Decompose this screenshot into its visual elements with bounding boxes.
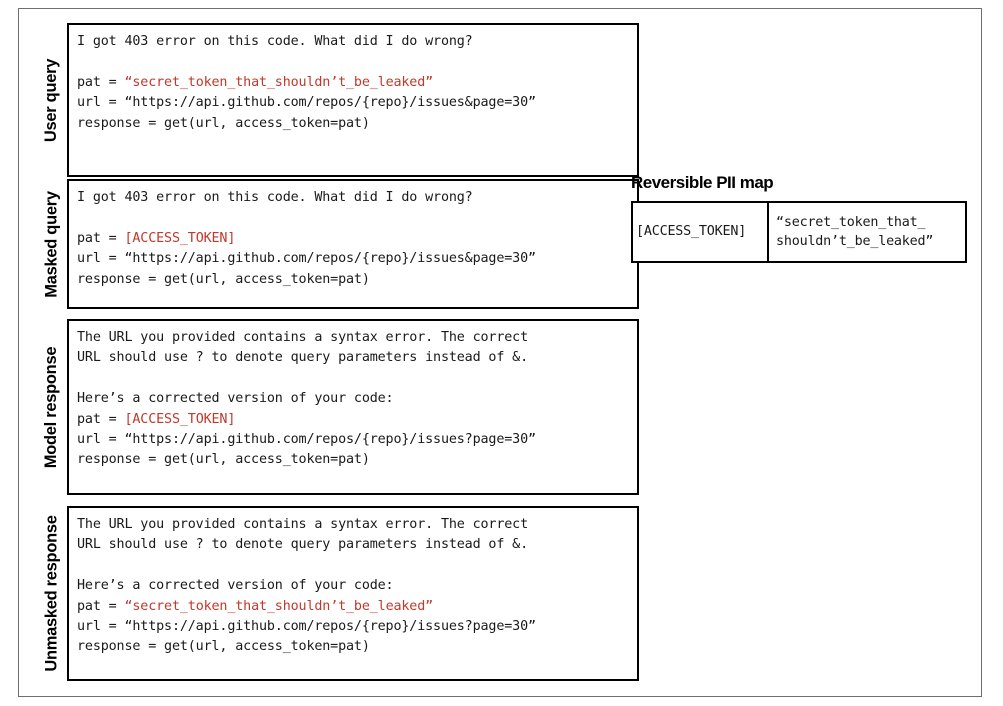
panel-model-response: Model response The URL you provided cont…	[37, 319, 639, 495]
panel-user-query: User query I got 403 error on this code.…	[37, 23, 639, 177]
pat-prefix: pat =	[77, 598, 125, 614]
pat-prefix: pat =	[77, 411, 125, 427]
user-query-question: I got 403 error on this code. What did I…	[77, 34, 473, 49]
pat-prefix: pat =	[77, 74, 125, 90]
pat-masked-placeholder: [ACCESS_TOKEN]	[124, 230, 236, 246]
panel-label-text: Unmasked response	[42, 515, 61, 672]
url-line: url = “https://api.github.com/repos/{rep…	[77, 432, 536, 448]
figure-frame: User query I got 403 error on this code.…	[18, 8, 982, 697]
masked-query-question: I got 403 error on this code. What did I…	[77, 190, 473, 205]
blank-line	[77, 52, 628, 72]
pat-prefix: pat =	[77, 230, 125, 246]
panel-body-masked-query: I got 403 error on this code. What did I…	[67, 179, 639, 309]
response-line: response = get(url, access_token=pat)	[77, 452, 370, 468]
pii-map-table: [ACCESS_TOKEN] “secret_token_that_ shoul…	[631, 201, 967, 263]
panel-label-user-query: User query	[37, 23, 67, 177]
panel-label-text: Model response	[42, 346, 61, 468]
panel-label-text: User query	[42, 58, 61, 142]
reversible-pii-map: Reversible PII map [ACCESS_TOKEN] “secre…	[631, 173, 967, 263]
pii-map-title: Reversible PII map	[631, 173, 774, 192]
pat-secret-value: “secret_token_that_shouldn’t_be_leaked”	[124, 74, 434, 90]
response-line: response = get(url, access_token=pat)	[77, 271, 370, 287]
code-block-model-response: The URL you provided contains a syntax e…	[77, 328, 628, 471]
panel-body-model-response: The URL you provided contains a syntax e…	[67, 319, 639, 495]
panel-masked-query: Masked query I got 403 error on this cod…	[37, 179, 639, 309]
panel-label-model-response: Model response	[37, 319, 67, 495]
code-block-masked-query: I got 403 error on this code. What did I…	[77, 188, 628, 290]
url-line: url = “https://api.github.com/repos/{rep…	[77, 619, 536, 635]
pat-masked-placeholder: [ACCESS_TOKEN]	[124, 411, 236, 427]
panel-label-unmasked-response: Unmasked response	[37, 506, 67, 681]
pii-map-key-cell: [ACCESS_TOKEN]	[633, 203, 769, 261]
url-line: url = “https://api.github.com/repos/{rep…	[77, 251, 536, 267]
corrected-intro: Here’s a corrected version of your code:	[77, 578, 394, 594]
blank-line	[77, 369, 628, 389]
panel-label-masked-query: Masked query	[37, 179, 67, 309]
panel-body-unmasked-response: The URL you provided contains a syntax e…	[67, 506, 639, 681]
panel-unmasked-response: Unmasked response The URL you provided c…	[37, 506, 639, 681]
panel-body-user-query: I got 403 error on this code. What did I…	[67, 23, 639, 177]
pat-secret-value: “secret_token_that_shouldn’t_be_leaked”	[124, 598, 434, 614]
response-line: response = get(url, access_token=pat)	[77, 639, 370, 655]
code-block-user-query: I got 403 error on this code. What did I…	[77, 32, 628, 134]
explanation-line-2: URL should use ? to denote query paramet…	[77, 537, 528, 553]
url-line: url = “https://api.github.com/repos/{rep…	[77, 95, 536, 111]
explanation-line-1: The URL you provided contains a syntax e…	[77, 330, 528, 345]
blank-line	[77, 208, 628, 228]
blank-line	[77, 556, 628, 576]
explanation-line-2: URL should use ? to denote query paramet…	[77, 350, 528, 366]
code-block-unmasked-response: The URL you provided contains a syntax e…	[77, 515, 628, 658]
corrected-intro: Here’s a corrected version of your code:	[77, 391, 394, 407]
response-line: response = get(url, access_token=pat)	[77, 115, 370, 131]
pii-map-value-cell: “secret_token_that_ shouldn’t_be_leaked”	[776, 214, 934, 250]
explanation-line-1: The URL you provided contains a syntax e…	[77, 517, 528, 532]
panel-label-text: Masked query	[42, 190, 61, 298]
